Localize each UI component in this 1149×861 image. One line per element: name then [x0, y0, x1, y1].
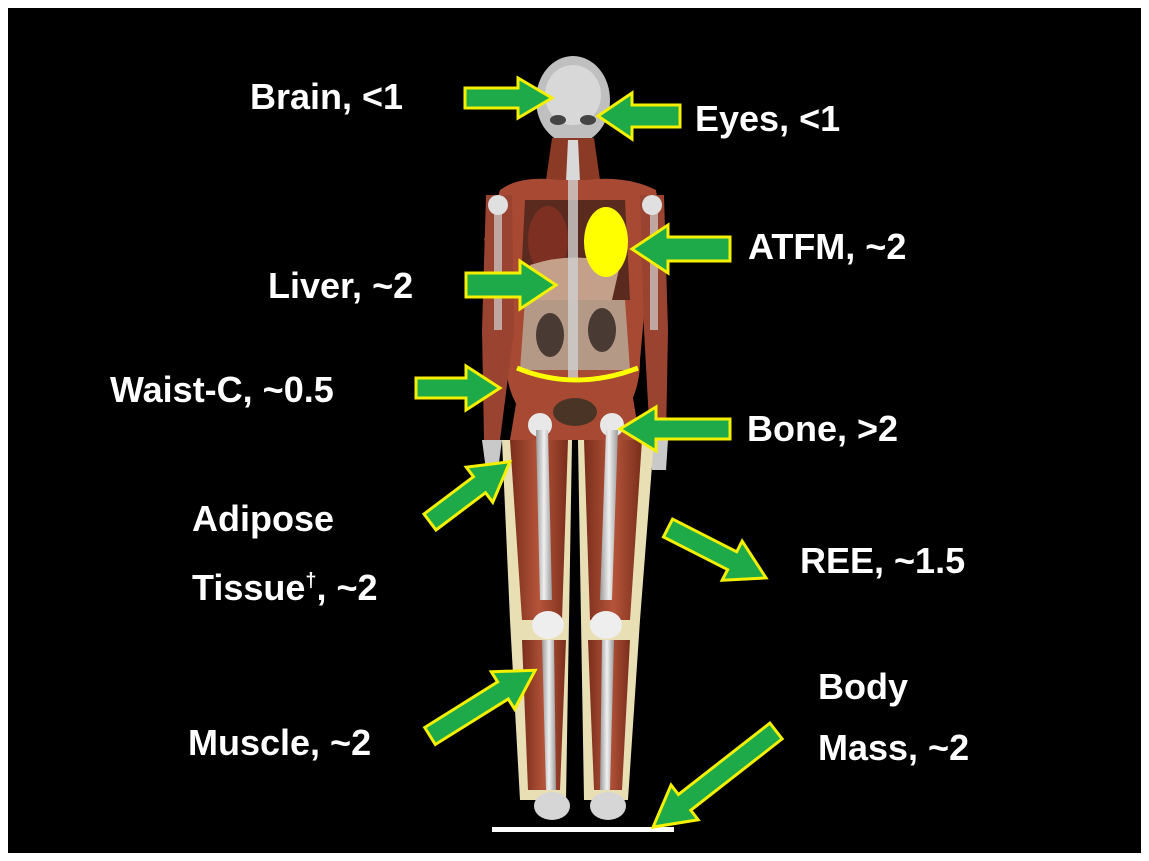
ground-line [492, 827, 674, 832]
ree-arrow-icon [658, 508, 776, 597]
ree-label: REE, ~1.5 [800, 540, 965, 582]
body-mass-label-line1: Body [818, 666, 908, 708]
liver-label: Liver, ~2 [268, 265, 413, 307]
bone-label: Bone, >2 [747, 408, 898, 450]
atfm-label: ATFM, ~2 [748, 226, 906, 268]
adipose-label-line1: Adipose [192, 498, 334, 540]
waist-circumference-label: Waist-C, ~0.5 [110, 369, 334, 411]
body-mass-arrow-icon [640, 714, 790, 845]
body-mass-label-line2: Mass, ~2 [818, 727, 969, 769]
muscle-label: Muscle, ~2 [188, 722, 371, 764]
adipose-tissue-text: Tissue [192, 567, 305, 608]
atfm-highlight-ellipse [584, 207, 628, 277]
adipose-value-text: , ~2 [317, 567, 378, 608]
dagger-footnote-mark: † [305, 570, 316, 592]
eyes-arrow-icon [598, 93, 680, 139]
adipose-label-line2: Tissue†, ~2 [192, 560, 378, 609]
eyes-label: Eyes, <1 [695, 98, 840, 140]
brain-label: Brain, <1 [250, 76, 403, 118]
